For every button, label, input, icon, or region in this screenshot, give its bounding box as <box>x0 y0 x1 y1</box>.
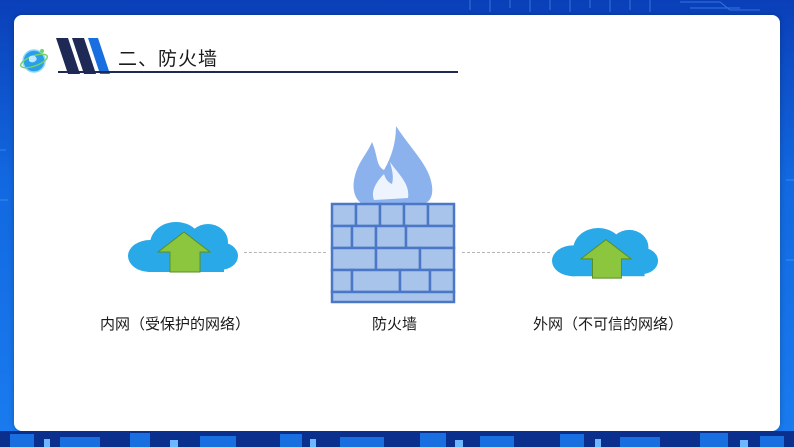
cloud-upload-icon <box>552 228 659 279</box>
slide-title: 二、防火墙 <box>118 48 219 70</box>
label-external-network: 外网（不可信的网络） <box>533 315 684 333</box>
label-internal-network: 内网（受保护的网络） <box>100 315 251 333</box>
label-firewall: 防火墙 <box>372 315 418 333</box>
flame-icon <box>353 126 433 204</box>
connector-left <box>244 252 326 253</box>
cloud-upload-icon <box>128 222 238 273</box>
firewall-icon <box>330 126 456 304</box>
header-stripes-decoration <box>56 38 110 74</box>
connector-right <box>462 252 550 253</box>
globe-icon <box>20 49 49 73</box>
title-underline <box>58 71 458 73</box>
bottom-decoration-bar <box>0 431 794 447</box>
